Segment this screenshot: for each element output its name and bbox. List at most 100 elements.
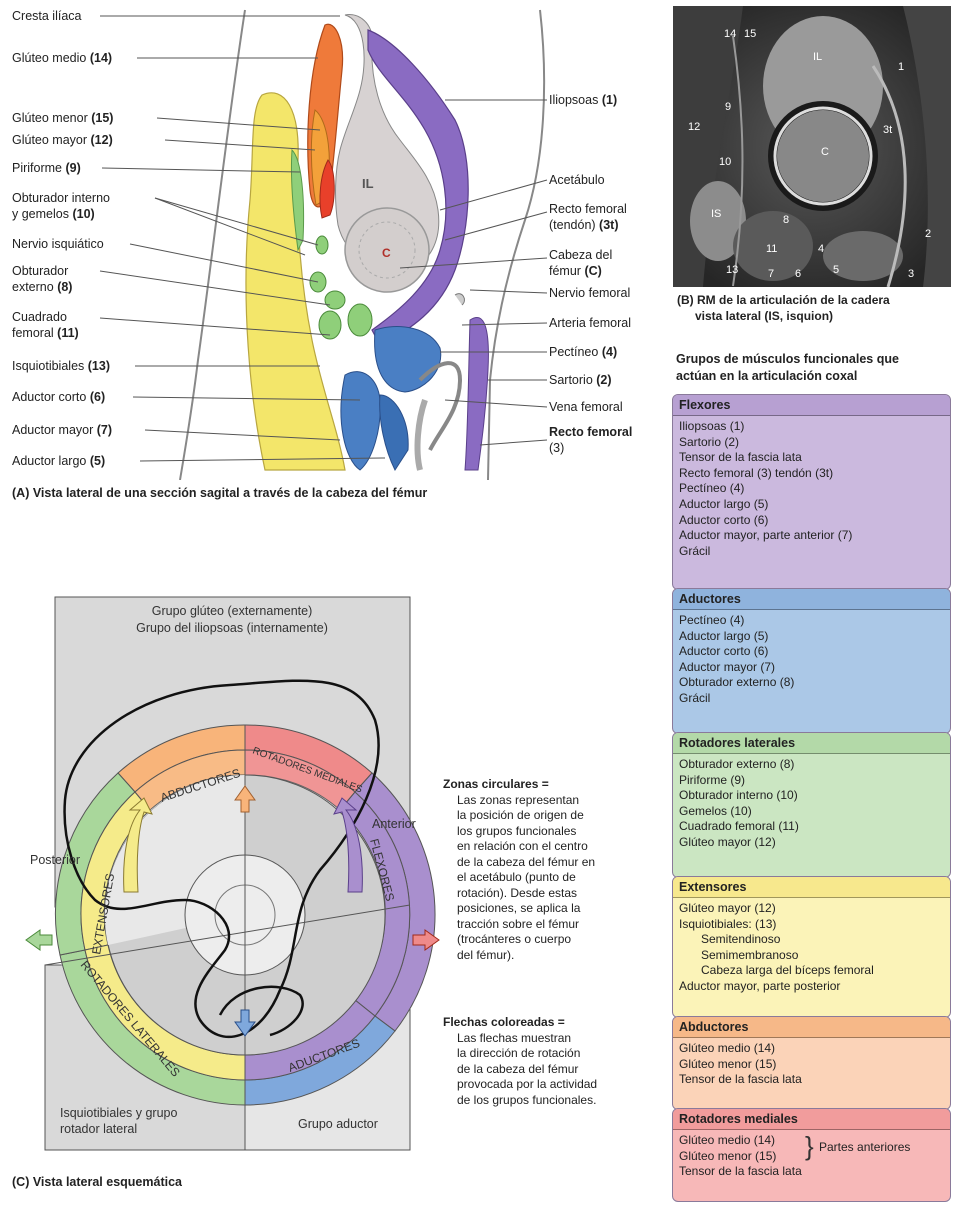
group-items: Iliopsoas (1) Sartorio (2) Tensor de la … — [673, 416, 950, 563]
bottom-left-line1: Isquiotibiales y grupo — [60, 1106, 177, 1120]
arrows-line: de los grupos funcionales. — [443, 1093, 643, 1109]
zones-line: el acetábulo (punto de — [443, 870, 643, 886]
label-recto-femoral-tendon: Recto femoral — [549, 202, 627, 217]
group-item: Cabeza larga del bíceps femoral — [679, 963, 944, 979]
label-externo: externo (8) — [12, 280, 72, 295]
group-item: Obturador externo (8) — [679, 675, 944, 691]
group-items: Obturador externo (8) Piriforme (9) Obtu… — [673, 754, 950, 855]
label-pectineo: Pectíneo (4) — [549, 345, 617, 360]
mri-label: 11 — [766, 243, 777, 255]
group-rotadores-mediales: Rotadores mediales Glúteo medio (14) Glú… — [672, 1108, 951, 1202]
arrows-description: Flechas coloreadas = Las flechas muestra… — [443, 1015, 643, 1108]
label-sartorio: Sartorio (2) — [549, 373, 612, 388]
top-text-line1: Grupo glúteo (externamente) — [152, 604, 313, 618]
group-item: Aductor corto (6) — [679, 513, 944, 529]
group-items: Pectíneo (4) Aductor largo (5) Aductor c… — [673, 610, 950, 711]
group-item: Tensor de la fascia lata — [679, 450, 944, 466]
label-femoral: femoral (11) — [12, 326, 79, 341]
mri-label: 1 — [898, 61, 904, 73]
caption-c: (C) Vista lateral esquemática — [12, 1175, 182, 1189]
group-header: Flexores — [673, 395, 950, 416]
brace-icon: } — [805, 1132, 814, 1160]
zones-line: del fémur). — [443, 948, 643, 964]
schematic-diagram: ABDUCTORES ROTADORES MEDIALES FLEXORES E… — [0, 570, 440, 1190]
group-item: Semitendinoso — [679, 932, 944, 948]
mri-label: 3 — [908, 268, 914, 280]
mri-label: 10 — [719, 156, 731, 168]
label-gluteo-medio: Glúteo medio (14) — [12, 51, 112, 66]
label-cuadrado: Cuadrado — [12, 310, 67, 325]
label-vena-femoral: Vena femoral — [549, 400, 623, 415]
zones-line: (trocánteres o cuerpo — [443, 932, 643, 948]
mri-label: 13 — [726, 264, 738, 276]
group-item: Aductor largo (5) — [679, 629, 944, 645]
label-piriforme: Piriforme (9) — [12, 161, 81, 176]
group-item: Aductor mayor (7) — [679, 660, 944, 676]
label-c: C — [382, 246, 391, 260]
mri-image: 14 15 IL 1 9 12 3t C 10 IS 8 2 11 4 13 7… — [673, 6, 951, 287]
label-tendon: (tendón) (3t) — [549, 218, 619, 233]
group-item: Tensor de la fascia lata — [679, 1164, 944, 1180]
mri-label: 7 — [768, 268, 774, 280]
group-item: Tensor de la fascia lata — [679, 1072, 944, 1088]
group-header: Aductores — [673, 589, 950, 610]
mri-label: 12 — [688, 121, 700, 133]
mri-label: 4 — [818, 243, 824, 255]
group-item: Obturador interno (10) — [679, 788, 944, 804]
bottom-right-label: Grupo aductor — [298, 1117, 378, 1131]
mri-label: 6 — [795, 268, 801, 280]
group-item: Aductor mayor, parte anterior (7) — [679, 528, 944, 544]
group-item: Glúteo menor (15) — [679, 1057, 944, 1073]
anterior-label: Anterior — [372, 817, 416, 831]
arrows-title: Flechas coloreadas = — [443, 1015, 643, 1031]
zones-title: Zonas circulares = — [443, 777, 643, 793]
mri-label: 15 — [744, 28, 756, 40]
group-header: Extensores — [673, 877, 950, 898]
label-aductor-corto: Aductor corto (6) — [12, 390, 105, 405]
label-acetabulo: Acetábulo — [549, 173, 605, 188]
group-item: Glúteo mayor (12) — [679, 835, 944, 851]
group-header: Rotadores mediales — [673, 1109, 950, 1130]
zones-line: rotación). Desde estas — [443, 886, 643, 902]
label-obturador: Obturador — [12, 264, 68, 279]
groups-title-line1: Grupos de músculos funcionales que — [676, 352, 899, 366]
label-aductor-mayor: Aductor mayor (7) — [12, 423, 112, 438]
mri-label: IL — [813, 51, 822, 63]
group-items: Glúteo medio (14) Glúteo menor (15) Tens… — [673, 1130, 950, 1184]
mri-label: 5 — [833, 264, 839, 276]
bottom-left-line2: rotador lateral — [60, 1122, 137, 1136]
group-item: Gemelos (10) — [679, 804, 944, 820]
label-isquiotibiales: Isquiotibiales (13) — [12, 359, 110, 374]
group-items: Glúteo mayor (12) Isquiotibiales: (13) S… — [673, 898, 950, 999]
mri-label: 9 — [725, 101, 731, 113]
group-header: Rotadores laterales — [673, 733, 950, 754]
zones-line: posiciones, se aplica la — [443, 901, 643, 917]
mri-label: 3t — [883, 124, 892, 136]
group-items: Glúteo medio (14) Glúteo menor (15) Tens… — [673, 1038, 950, 1092]
group-item: Glúteo medio (14) — [679, 1041, 944, 1057]
group-aductores: Aductores Pectíneo (4) Aductor largo (5)… — [672, 588, 951, 734]
caption-b-line1: (B) RM de la articulación de la cadera — [677, 293, 890, 307]
group-item: Semimembranoso — [679, 948, 944, 964]
group-item: Pectíneo (4) — [679, 481, 944, 497]
group-item: Glúteo mayor (12) — [679, 901, 944, 917]
label-gemelos: y gemelos (10) — [12, 207, 95, 222]
label-cabeza-del: Cabeza del — [549, 248, 612, 263]
label-cresta-iliaca: Cresta ilíaca — [12, 9, 81, 24]
group-flexores: Flexores Iliopsoas (1) Sartorio (2) Tens… — [672, 394, 951, 590]
group-item: Piriforme (9) — [679, 773, 944, 789]
group-item: Isquiotibiales: (13) — [679, 917, 944, 933]
arrows-line: Las flechas muestran — [443, 1031, 643, 1047]
caption-b-line2: vista lateral (IS, isquion) — [695, 309, 833, 323]
mri-label: C — [821, 146, 829, 158]
mri-label: 14 — [724, 28, 736, 40]
zones-line: tracción sobre el fémur — [443, 917, 643, 933]
group-header: Abductores — [673, 1017, 950, 1038]
group-item: Grácil — [679, 544, 944, 560]
mri-graphic — [673, 6, 951, 287]
zones-line: en relación con el centro — [443, 839, 643, 855]
label-arteria-femoral: Arteria femoral — [549, 316, 631, 331]
group-abductores: Abductores Glúteo medio (14) Glúteo meno… — [672, 1016, 951, 1110]
label-gluteo-mayor: Glúteo mayor (12) — [12, 133, 113, 148]
zones-line: la posición de origen de — [443, 808, 643, 824]
